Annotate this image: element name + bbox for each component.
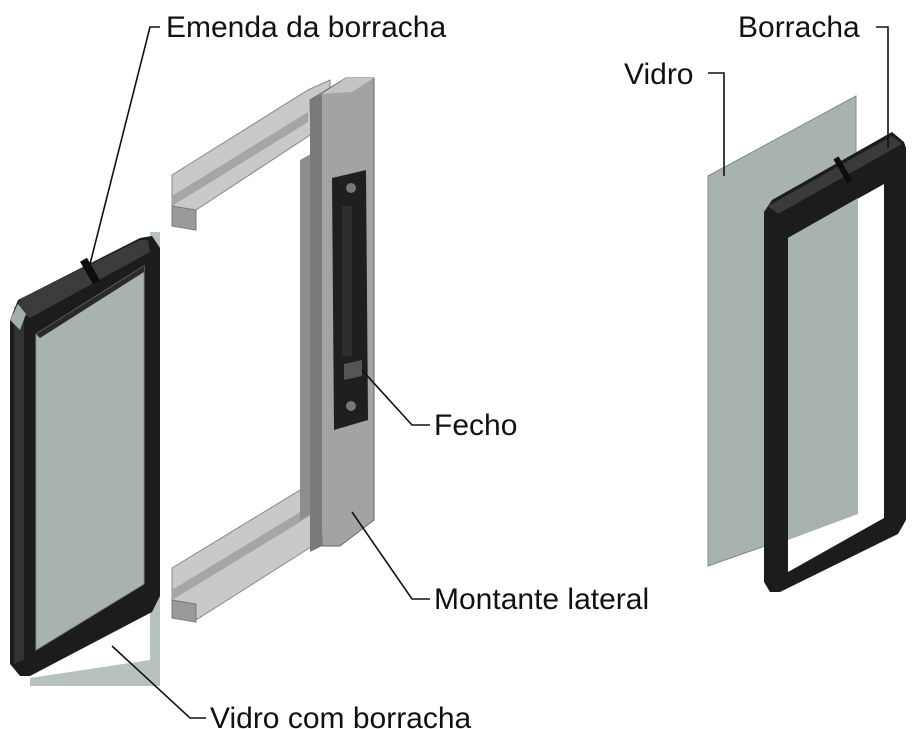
leader-rubber-joint (89, 26, 160, 265)
label-rubber-joint: Emenda da borracha (166, 11, 446, 44)
label-glass-with-rubber: Vidro com borracha (210, 702, 472, 729)
latch-part (332, 170, 368, 430)
glass-with-rubber-part (10, 232, 160, 686)
leader-side-post (351, 511, 430, 600)
latch-slot (342, 206, 352, 356)
rubber-top-bevel (14, 240, 150, 318)
glass-through-opening (788, 198, 858, 540)
label-rubber: Borracha (738, 11, 860, 44)
leader-latch (361, 369, 430, 426)
label-side-post: Montante lateral (434, 583, 649, 616)
rubber-gasket-top (768, 136, 902, 214)
label-latch: Fecho (434, 409, 517, 442)
label-glass: Vidro (624, 58, 694, 91)
rubber-joint-mark (80, 257, 100, 285)
rubber-joint-mark-right (833, 156, 853, 184)
rubber-inner-lip (36, 266, 144, 338)
latch-tongue (344, 360, 362, 380)
rubber-left-bevel (14, 318, 24, 664)
top-rail-channel (172, 112, 308, 206)
glass-pane (35, 265, 145, 651)
corner-cap (10, 304, 26, 330)
top-rail-end (171, 205, 197, 231)
leader-glass-with-rubber (111, 645, 206, 719)
bottom-rail-channel (172, 506, 310, 600)
latch-screw-top (346, 183, 356, 193)
leader-rubber (876, 26, 889, 148)
leader-glass (708, 72, 725, 176)
leader-lines (89, 26, 889, 719)
aluminium-frame-part (171, 77, 375, 623)
bottom-rail-end (171, 599, 197, 623)
side-post-top (322, 78, 374, 94)
exploded-glass-rubber-part (707, 95, 906, 592)
latch-screw-bottom (346, 401, 356, 411)
side-post-face (310, 94, 322, 552)
